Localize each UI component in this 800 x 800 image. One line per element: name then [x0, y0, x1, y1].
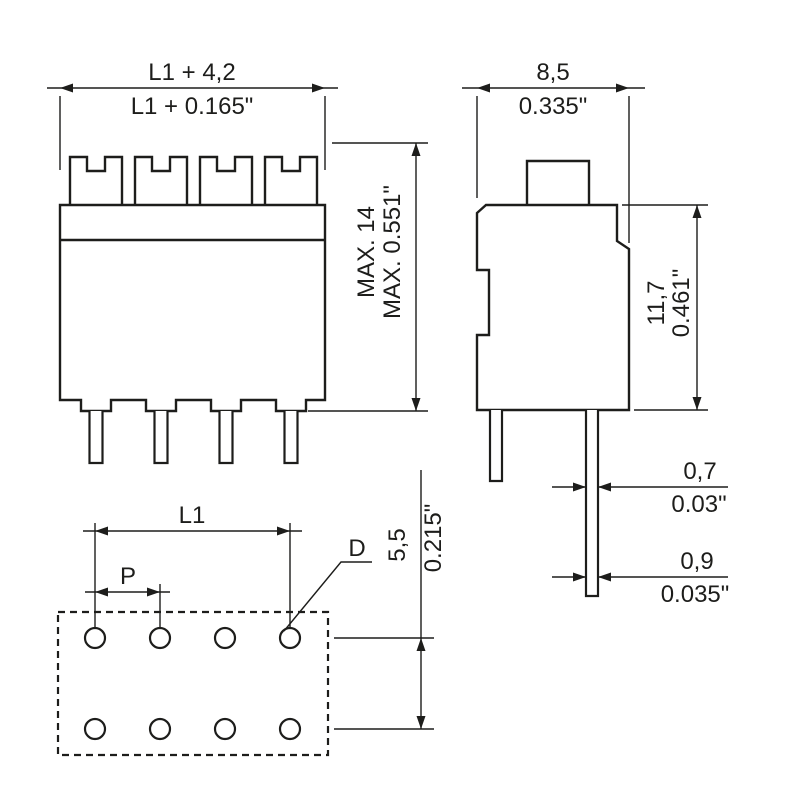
pin-width-inch-label: 0.035" — [661, 581, 730, 608]
footprint-view — [56, 610, 330, 757]
front-width-mm-label: L1 + 4,2 — [148, 59, 235, 86]
clamp-tab — [68, 155, 124, 205]
dim-front-height: MAX. 14 MAX. 0.551" — [308, 142, 428, 412]
side-view — [475, 159, 631, 598]
span-label: L1 — [179, 502, 206, 529]
side-depth-mm-label: 8,5 — [536, 59, 569, 86]
dim-arrow — [477, 83, 490, 93]
drill-hole — [148, 626, 172, 650]
drill-hole — [213, 626, 237, 650]
side-body-outline — [475, 203, 631, 412]
dim-side-depth: 8,5 0.335" — [462, 59, 645, 243]
footprint-outline — [56, 610, 330, 757]
dim-arrow — [312, 83, 325, 93]
drill-hole — [278, 717, 302, 741]
drill-hole — [213, 717, 237, 741]
dim-footprint-rows: 5,5 0.215" — [334, 470, 447, 730]
dim-arrow — [411, 143, 421, 156]
leader-line — [283, 561, 372, 632]
pin-thickness-mm-label: 0,7 — [683, 458, 716, 485]
drill-hole — [278, 626, 302, 650]
pin-width-mm-label: 0,9 — [680, 548, 713, 575]
dim-arrow — [573, 482, 586, 492]
dim-arrow — [573, 572, 586, 582]
solder-pin — [283, 411, 299, 465]
dim-footprint-span: L1 — [83, 502, 302, 627]
clamp-tab — [198, 155, 254, 205]
drill-hole — [148, 717, 172, 741]
dim-arrow — [411, 398, 421, 411]
dim-arrow — [598, 482, 611, 492]
dim-arrow — [692, 397, 702, 410]
dim-arrow — [598, 572, 611, 582]
dim-arrow — [416, 716, 426, 729]
drill-hole — [83, 626, 107, 650]
side-depth-inch-label: 0.335" — [519, 93, 588, 120]
dim-front-width: L1 + 4,2 L1 + 0.165" — [47, 59, 338, 170]
pin-thickness-inch-label: 0.03" — [671, 491, 726, 518]
dim-hole-diameter: D — [283, 535, 372, 632]
side-top-tab — [525, 159, 591, 205]
solder-pin — [88, 411, 104, 465]
front-view — [58, 155, 327, 465]
drill-hole — [83, 717, 107, 741]
solder-pin — [488, 410, 504, 483]
dim-arrow — [60, 83, 73, 93]
pitch-label: P — [120, 563, 136, 590]
solder-pin — [584, 410, 600, 598]
front-height-inch-label: MAX. 0.551" — [379, 185, 406, 319]
front-width-inch-label: L1 + 0.165" — [131, 93, 254, 120]
row-spacing-inch-label: 0.215" — [420, 504, 447, 573]
dim-arrow — [277, 526, 290, 536]
solder-pin — [218, 411, 234, 465]
front-height-mm-label: MAX. 14 — [353, 206, 380, 298]
side-height-inch-label: 0.461" — [668, 269, 695, 338]
side-height-mm-label: 11,7 — [643, 281, 670, 326]
dim-arrow — [416, 638, 426, 651]
dim-side-height: 11,7 0.461" — [622, 204, 708, 411]
front-body-outline — [58, 203, 327, 413]
dim-arrow — [616, 83, 629, 93]
dim-arrow — [95, 526, 108, 536]
clamp-tab — [133, 155, 189, 205]
hole-diameter-label: D — [348, 535, 365, 562]
solder-pin — [153, 411, 169, 465]
dim-footprint-pitch: P — [85, 563, 170, 627]
row-spacing-mm-label: 5,5 — [384, 528, 411, 561]
dim-arrow — [147, 587, 160, 597]
dim-pin-thickness: 0,7 0.03" — [552, 458, 728, 518]
dim-arrow — [95, 587, 108, 597]
dim-arrow — [692, 205, 702, 218]
dim-pin-width: 0,9 0.035" — [552, 548, 729, 608]
clamp-tab — [263, 155, 319, 205]
